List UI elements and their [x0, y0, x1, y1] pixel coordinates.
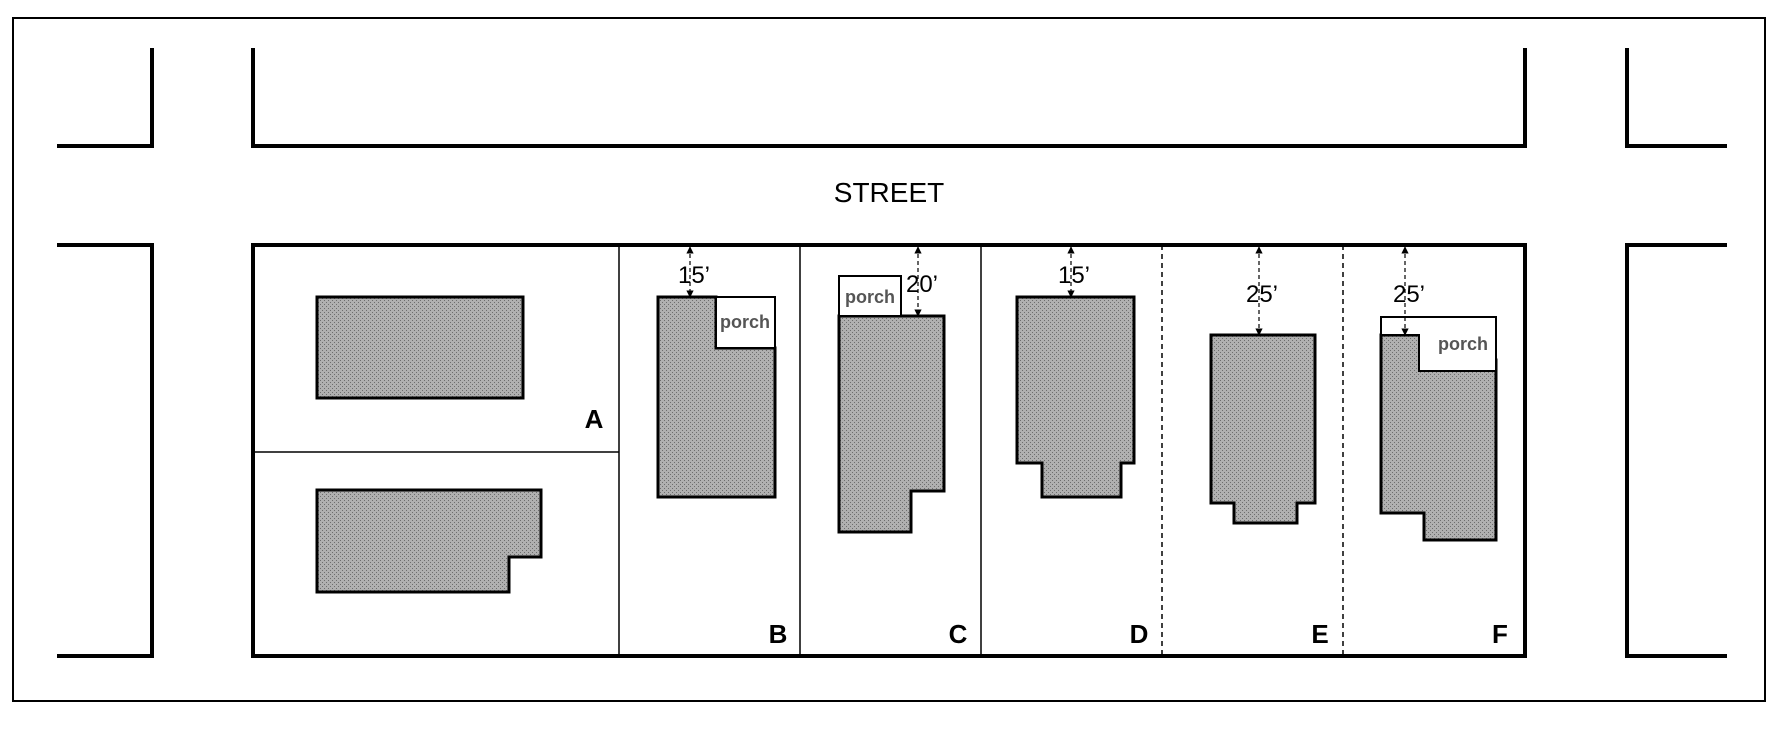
building-c — [837, 314, 946, 534]
porch-c — [838, 275, 902, 317]
setback-e-label: 25’ — [1246, 281, 1278, 308]
parcel-block — [251, 243, 1527, 658]
building-e — [1209, 333, 1317, 525]
setback-d-label: 15’ — [1058, 262, 1090, 289]
lot-label-a: A — [585, 404, 604, 434]
building-a-upper — [315, 295, 525, 400]
porch-b — [715, 296, 776, 349]
lot-label-b: B — [769, 619, 788, 649]
setback-f-label: 25’ — [1393, 281, 1425, 308]
block-top-left — [57, 48, 154, 148]
setback-c-label: 20’ — [906, 271, 938, 298]
lot-label-f: F — [1492, 619, 1508, 649]
building-a-lower — [315, 488, 543, 594]
lot-label-d: D — [1130, 619, 1149, 649]
block-bottom-left — [57, 243, 154, 658]
porch-f — [1380, 316, 1497, 372]
building-d — [1015, 295, 1136, 499]
street-label: STREET — [834, 177, 944, 208]
lot-label-e: E — [1311, 619, 1328, 649]
block-top-center — [251, 48, 1527, 148]
porch-c-label: porch — [845, 287, 895, 307]
lot-label-c: C — [949, 619, 968, 649]
block-top-right — [1625, 48, 1727, 148]
porch-f-label: porch — [1438, 334, 1488, 354]
block-bottom-right — [1625, 243, 1727, 658]
setback-b-label: 15’ — [678, 262, 710, 289]
porch-b-label: porch — [720, 312, 770, 332]
